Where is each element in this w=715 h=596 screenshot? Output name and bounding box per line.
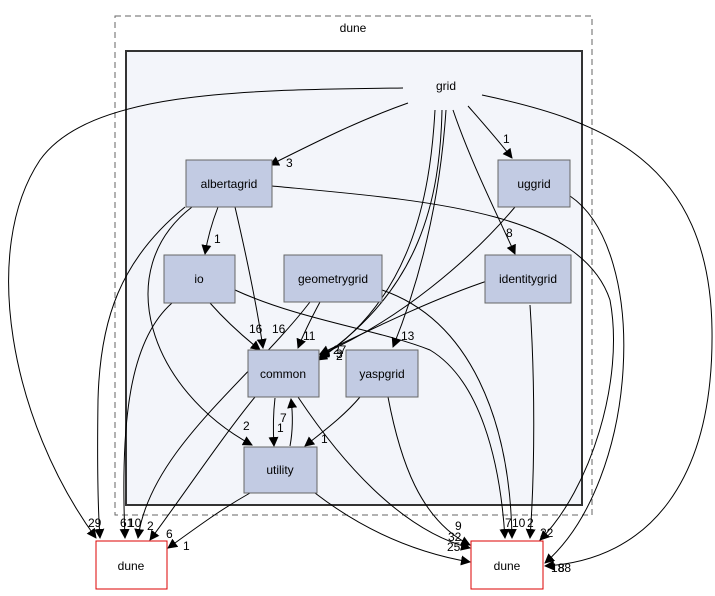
- edge-albertagrid-common: [234, 206, 267, 349]
- node-geometrygrid-label: geometrygrid: [298, 272, 368, 286]
- label-identitygrid-common: 2: [336, 349, 343, 363]
- node-io[interactable]: io: [163, 254, 236, 304]
- label-io-common: 16: [249, 322, 263, 336]
- edge-identitygrid-dune-right: [525, 304, 536, 539]
- label-albertagrid-io: 1: [214, 232, 221, 246]
- label-grid-common: 27: [333, 343, 347, 357]
- node-uggrid-label: uggrid: [517, 177, 550, 191]
- label-grid-albertagrid: 3: [286, 156, 293, 170]
- edge-grid-dune-left: [8, 87, 404, 539]
- label-albertagrid-common: 16: [272, 322, 286, 336]
- label-io-dune-right: 7: [505, 516, 512, 530]
- edge-albertagrid-utility: [147, 206, 253, 446]
- edge-common-dune-right: [297, 396, 471, 551]
- label-geometrygrid-common: 11: [303, 329, 316, 343]
- label-yaspgrid-dune-right: 32: [448, 530, 462, 544]
- label-geometrygrid-dune-left: 2: [147, 519, 154, 533]
- label-common-dune-right: 25: [447, 540, 461, 554]
- label-grid-dune-left: 29: [88, 516, 102, 530]
- edge-geometrygrid-dune-left: [134, 301, 311, 539]
- node-utility[interactable]: utility: [243, 446, 318, 494]
- label-geometrygrid-dune-right: 10: [512, 516, 526, 530]
- edge-grid-uggrid: [467, 105, 513, 159]
- node-albertagrid-label: albertagrid: [201, 177, 258, 191]
- node-dune-right-label: dune: [494, 559, 521, 573]
- edge-albertagrid-dune-right: [271, 185, 614, 541]
- node-dune-right[interactable]: dune: [470, 540, 544, 590]
- label-common-dune-left: 6: [166, 527, 173, 541]
- label-albertagrid-dune-left: 61: [120, 516, 134, 530]
- edge-uggrid-common: [319, 206, 516, 356]
- label-uggrid-dune-right: 8: [558, 561, 565, 575]
- node-geometrygrid[interactable]: geometrygrid: [283, 254, 383, 303]
- label-identitygrid-dune-right: 2: [527, 516, 534, 530]
- edge-utility-dune-right: [314, 492, 471, 566]
- label-utility-dune-left: 1: [183, 539, 190, 553]
- node-io-label: io: [194, 272, 204, 286]
- node-common[interactable]: common: [247, 349, 320, 398]
- label-uggrid-common: 3: [336, 347, 343, 361]
- edge-identitygrid-common: [319, 279, 491, 355]
- grid-label[interactable]: grid: [436, 79, 456, 93]
- edge-io-common: [209, 302, 261, 351]
- label-grid-yaspgrid: 13: [401, 329, 415, 343]
- node-utility-label: utility: [266, 463, 293, 477]
- node-uggrid[interactable]: uggrid: [497, 159, 571, 208]
- node-identitygrid-label: identitygrid: [499, 272, 557, 286]
- node-albertagrid[interactable]: albertagrid: [185, 159, 273, 208]
- node-dune-left[interactable]: dune: [95, 540, 168, 590]
- label-utility-common: 7: [280, 411, 287, 425]
- label-yaspgrid-utility: 1: [321, 432, 328, 446]
- edge-utility-common: [287, 398, 298, 447]
- edge-utility-dune-left: [167, 492, 251, 549]
- edge-geometrygrid-common: [296, 301, 321, 349]
- edge-common-utility: [268, 397, 279, 447]
- label-io-dune-left: 10: [128, 516, 142, 530]
- label-grid-identitygrid: 8: [506, 226, 513, 240]
- edge-albertagrid-dune-left: [94, 206, 186, 539]
- label-grid-dune-right: 188: [551, 561, 571, 575]
- edge-grid-dune-right: [481, 94, 713, 571]
- outer-cluster-label: dune: [340, 21, 367, 35]
- edge-grid-albertagrid: [269, 102, 409, 166]
- node-identitygrid[interactable]: identitygrid: [484, 254, 572, 304]
- node-yaspgrid-label: yaspgrid: [359, 367, 404, 381]
- node-common-label: common: [260, 367, 306, 381]
- edge-grid-yaspgrid: [391, 109, 447, 348]
- edge-albertagrid-io: [201, 206, 219, 255]
- edge-labels: 3 1 8 29 188 27 13 1 16 2 61 22 16 10 7 …: [88, 132, 571, 575]
- edge-grid-identitygrid: [452, 109, 516, 255]
- edge-io-dune-right: [234, 289, 510, 539]
- edge-uggrid-dune-right: [544, 195, 625, 564]
- edge-yaspgrid-utility: [304, 396, 361, 447]
- label-albertagrid-utility: 2: [243, 419, 250, 433]
- node-yaspgrid[interactable]: yaspgrid: [345, 349, 419, 398]
- edge-io-dune-left: [119, 302, 173, 539]
- label-utility-dune-right: 9: [455, 519, 462, 533]
- edge-yaspgrid-dune-right: [387, 396, 471, 546]
- label-grid-uggrid: 1: [503, 132, 510, 146]
- edge-common-dune-left: [149, 396, 256, 541]
- node-dune-left-label: dune: [118, 559, 145, 573]
- edge-geometrygrid-dune-right: [381, 289, 517, 539]
- edges: [8, 87, 713, 571]
- edge-grid-common-b: [319, 109, 443, 359]
- label-albertagrid-dune-right: 22: [540, 526, 554, 540]
- label-common-utility: 1: [277, 421, 284, 435]
